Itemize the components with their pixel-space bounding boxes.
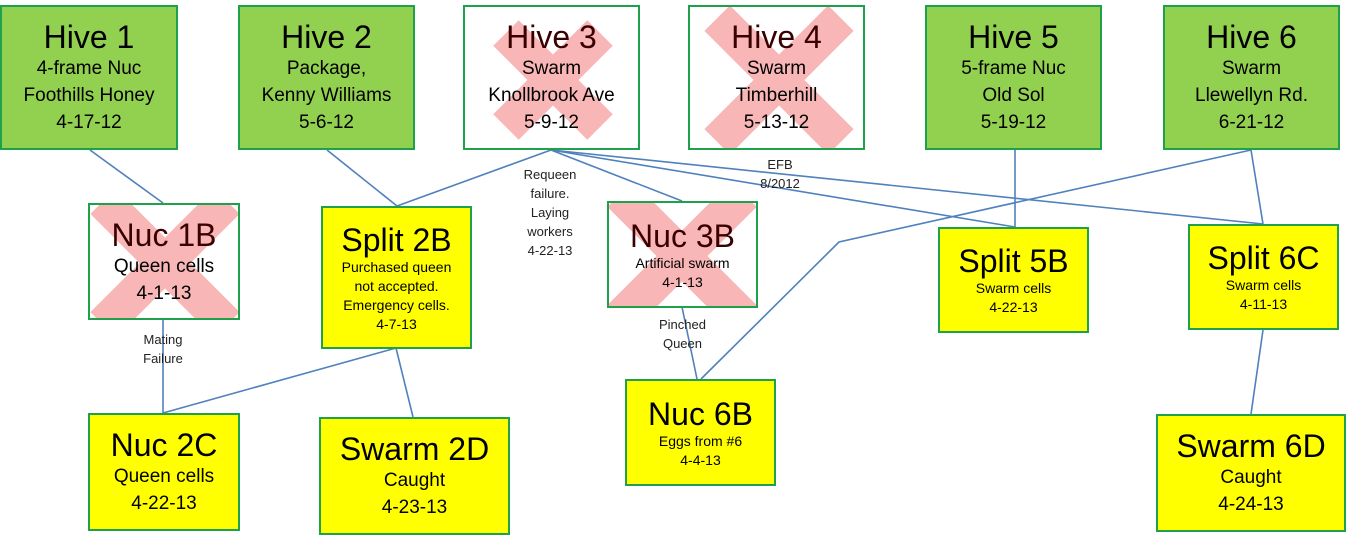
node-date: 6-21-12 (1218, 112, 1285, 133)
node-date: 4-24-13 (1218, 494, 1284, 515)
node-date: 4-11-13 (1239, 296, 1288, 312)
node-date: 5-6-12 (299, 112, 354, 133)
edge-hive3-nuc3b (550, 149, 683, 202)
node-date: 5-19-12 (980, 112, 1047, 133)
node-date: 4-1-13 (136, 282, 192, 304)
node-detail: Llewellyn Rd. (1195, 85, 1308, 106)
node-date: 4-22-13 (989, 299, 1038, 315)
node-title: Hive 5 (968, 19, 1059, 55)
node-detail: Caught (1220, 467, 1282, 488)
node-title: Hive 1 (43, 19, 135, 55)
annotation-line: EFB (767, 157, 793, 172)
node-detail: not accepted. (354, 277, 439, 294)
node-title: Split 2B (341, 221, 452, 258)
annotation-line: 4-22-13 (527, 243, 573, 258)
annotation-line: Mating (143, 332, 183, 347)
node-detail: Queen cells (113, 255, 215, 277)
node-date: 5-9-12 (524, 112, 579, 133)
node-hive3: Hive 3 Swarm Knollbrook Ave 5-9-12 (463, 5, 640, 150)
node-detail: Timberhill (735, 85, 818, 106)
node-title: Hive 6 (1206, 19, 1297, 55)
node-detail: Swarm (521, 58, 582, 79)
node-date: 4-7-13 (376, 315, 417, 332)
node-title: Hive 4 (731, 19, 822, 55)
node-detail: Purchased queen (341, 258, 452, 275)
annotation-efb: EFB 8/2012 (745, 155, 815, 193)
node-hive4: Hive 4 Swarm Timberhill 5-13-12 (688, 5, 865, 150)
edge-hive2-split2b (326, 149, 398, 207)
node-detail: 4-frame Nuc (36, 58, 142, 79)
edge-split2b-nuc2c (162, 347, 397, 414)
node-detail: Eggs from #6 (658, 432, 743, 449)
node-detail: Old Sol (982, 85, 1045, 106)
annotation-line: workers (527, 224, 573, 239)
annotation-line: Queen (662, 336, 703, 351)
node-date: 4-17-12 (56, 112, 122, 133)
node-title: Nuc 2C (110, 427, 218, 463)
node-split5b: Split 5B Swarm cells 4-22-13 (938, 227, 1089, 333)
annotation-line: Pinched (659, 317, 706, 332)
node-date: 4-1-13 (662, 273, 703, 290)
node-date: 4-23-13 (381, 497, 448, 518)
annotation-line: 8/2012 (760, 176, 800, 191)
node-nuc6b: Nuc 6B Eggs from #6 4-4-13 (625, 379, 776, 486)
node-detail: Swarm cells (1225, 277, 1302, 293)
edge-hive3-split5b (550, 149, 1016, 228)
node-detail: Package, (286, 58, 367, 79)
node-date: 4-4-13 (680, 451, 721, 468)
node-hive5: Hive 5 5-frame Nuc Old Sol 5-19-12 (925, 5, 1102, 150)
node-detail: Knollbrook Ave (488, 85, 615, 106)
annotation-line: Failure (143, 351, 183, 366)
annotation-line: Laying (530, 205, 570, 220)
node-hive6: Hive 6 Swarm Llewellyn Rd. 6-21-12 (1163, 5, 1340, 150)
node-hive2: Hive 2 Package, Kenny Williams 5-6-12 (238, 5, 415, 150)
edge-hive6-nuc6b (700, 149, 1252, 380)
node-nuc1b: Nuc 1B Queen cells 4-1-13 (88, 203, 240, 320)
edge-hive1-nuc1b (89, 149, 164, 204)
node-swarm6d: Swarm 6D Caught 4-24-13 (1156, 414, 1346, 532)
node-title: Split 5B (958, 243, 1069, 279)
annotation-mating-failure: Mating Failure (128, 330, 198, 368)
node-title: Nuc 6B (648, 395, 753, 432)
node-nuc3b: Nuc 3B Artificial swarm 4-1-13 (607, 201, 758, 308)
node-title: Swarm 2D (339, 431, 490, 467)
node-split6c: Split 6C Swarm cells 4-11-13 (1188, 224, 1339, 330)
node-title: Hive 3 (506, 19, 597, 55)
node-title: Split 6C (1207, 240, 1320, 276)
node-date: 4-22-13 (131, 493, 197, 514)
node-title: Nuc 1B (111, 216, 217, 253)
annotation-requeen-failure: Requeen failure. Laying workers 4-22-13 (510, 165, 590, 260)
edge-hive6-split6c (1250, 149, 1264, 225)
annotation-pinched-queen: Pinched Queen (645, 315, 720, 353)
node-detail: Artificial swarm (635, 254, 730, 271)
node-detail: 5-frame Nuc (961, 58, 1066, 79)
node-hive1: Hive 1 4-frame Nuc Foothills Honey 4-17-… (0, 5, 178, 150)
edge-hive3-split2b (396, 149, 552, 207)
node-date: 5-13-12 (743, 112, 810, 133)
edge-split6c-swarm6d (1250, 329, 1264, 415)
edge-hive3-split6c (550, 149, 1264, 225)
node-detail: Foothills Honey (23, 85, 155, 106)
node-detail: Caught (383, 470, 446, 491)
node-title: Nuc 3B (630, 217, 735, 254)
node-detail: Swarm cells (975, 280, 1052, 296)
node-swarm2d: Swarm 2D Caught 4-23-13 (319, 417, 510, 535)
node-detail: Kenny Williams (261, 85, 392, 106)
node-title: Hive 2 (281, 19, 372, 55)
node-detail: Emergency cells. (343, 296, 450, 313)
node-detail: Queen cells (113, 466, 215, 487)
node-split2b: Split 2B Purchased queen not accepted. E… (321, 206, 472, 349)
annotation-line: failure. (530, 186, 570, 201)
node-detail: Swarm (1221, 58, 1282, 79)
node-nuc2c: Nuc 2C Queen cells 4-22-13 (88, 413, 240, 531)
node-title: Swarm 6D (1176, 428, 1326, 464)
edge-nuc3b-nuc6b (681, 306, 698, 380)
node-detail: Swarm (746, 58, 807, 79)
edge-split2b-swarm2d (395, 347, 414, 418)
annotation-line: Requeen (523, 167, 577, 182)
